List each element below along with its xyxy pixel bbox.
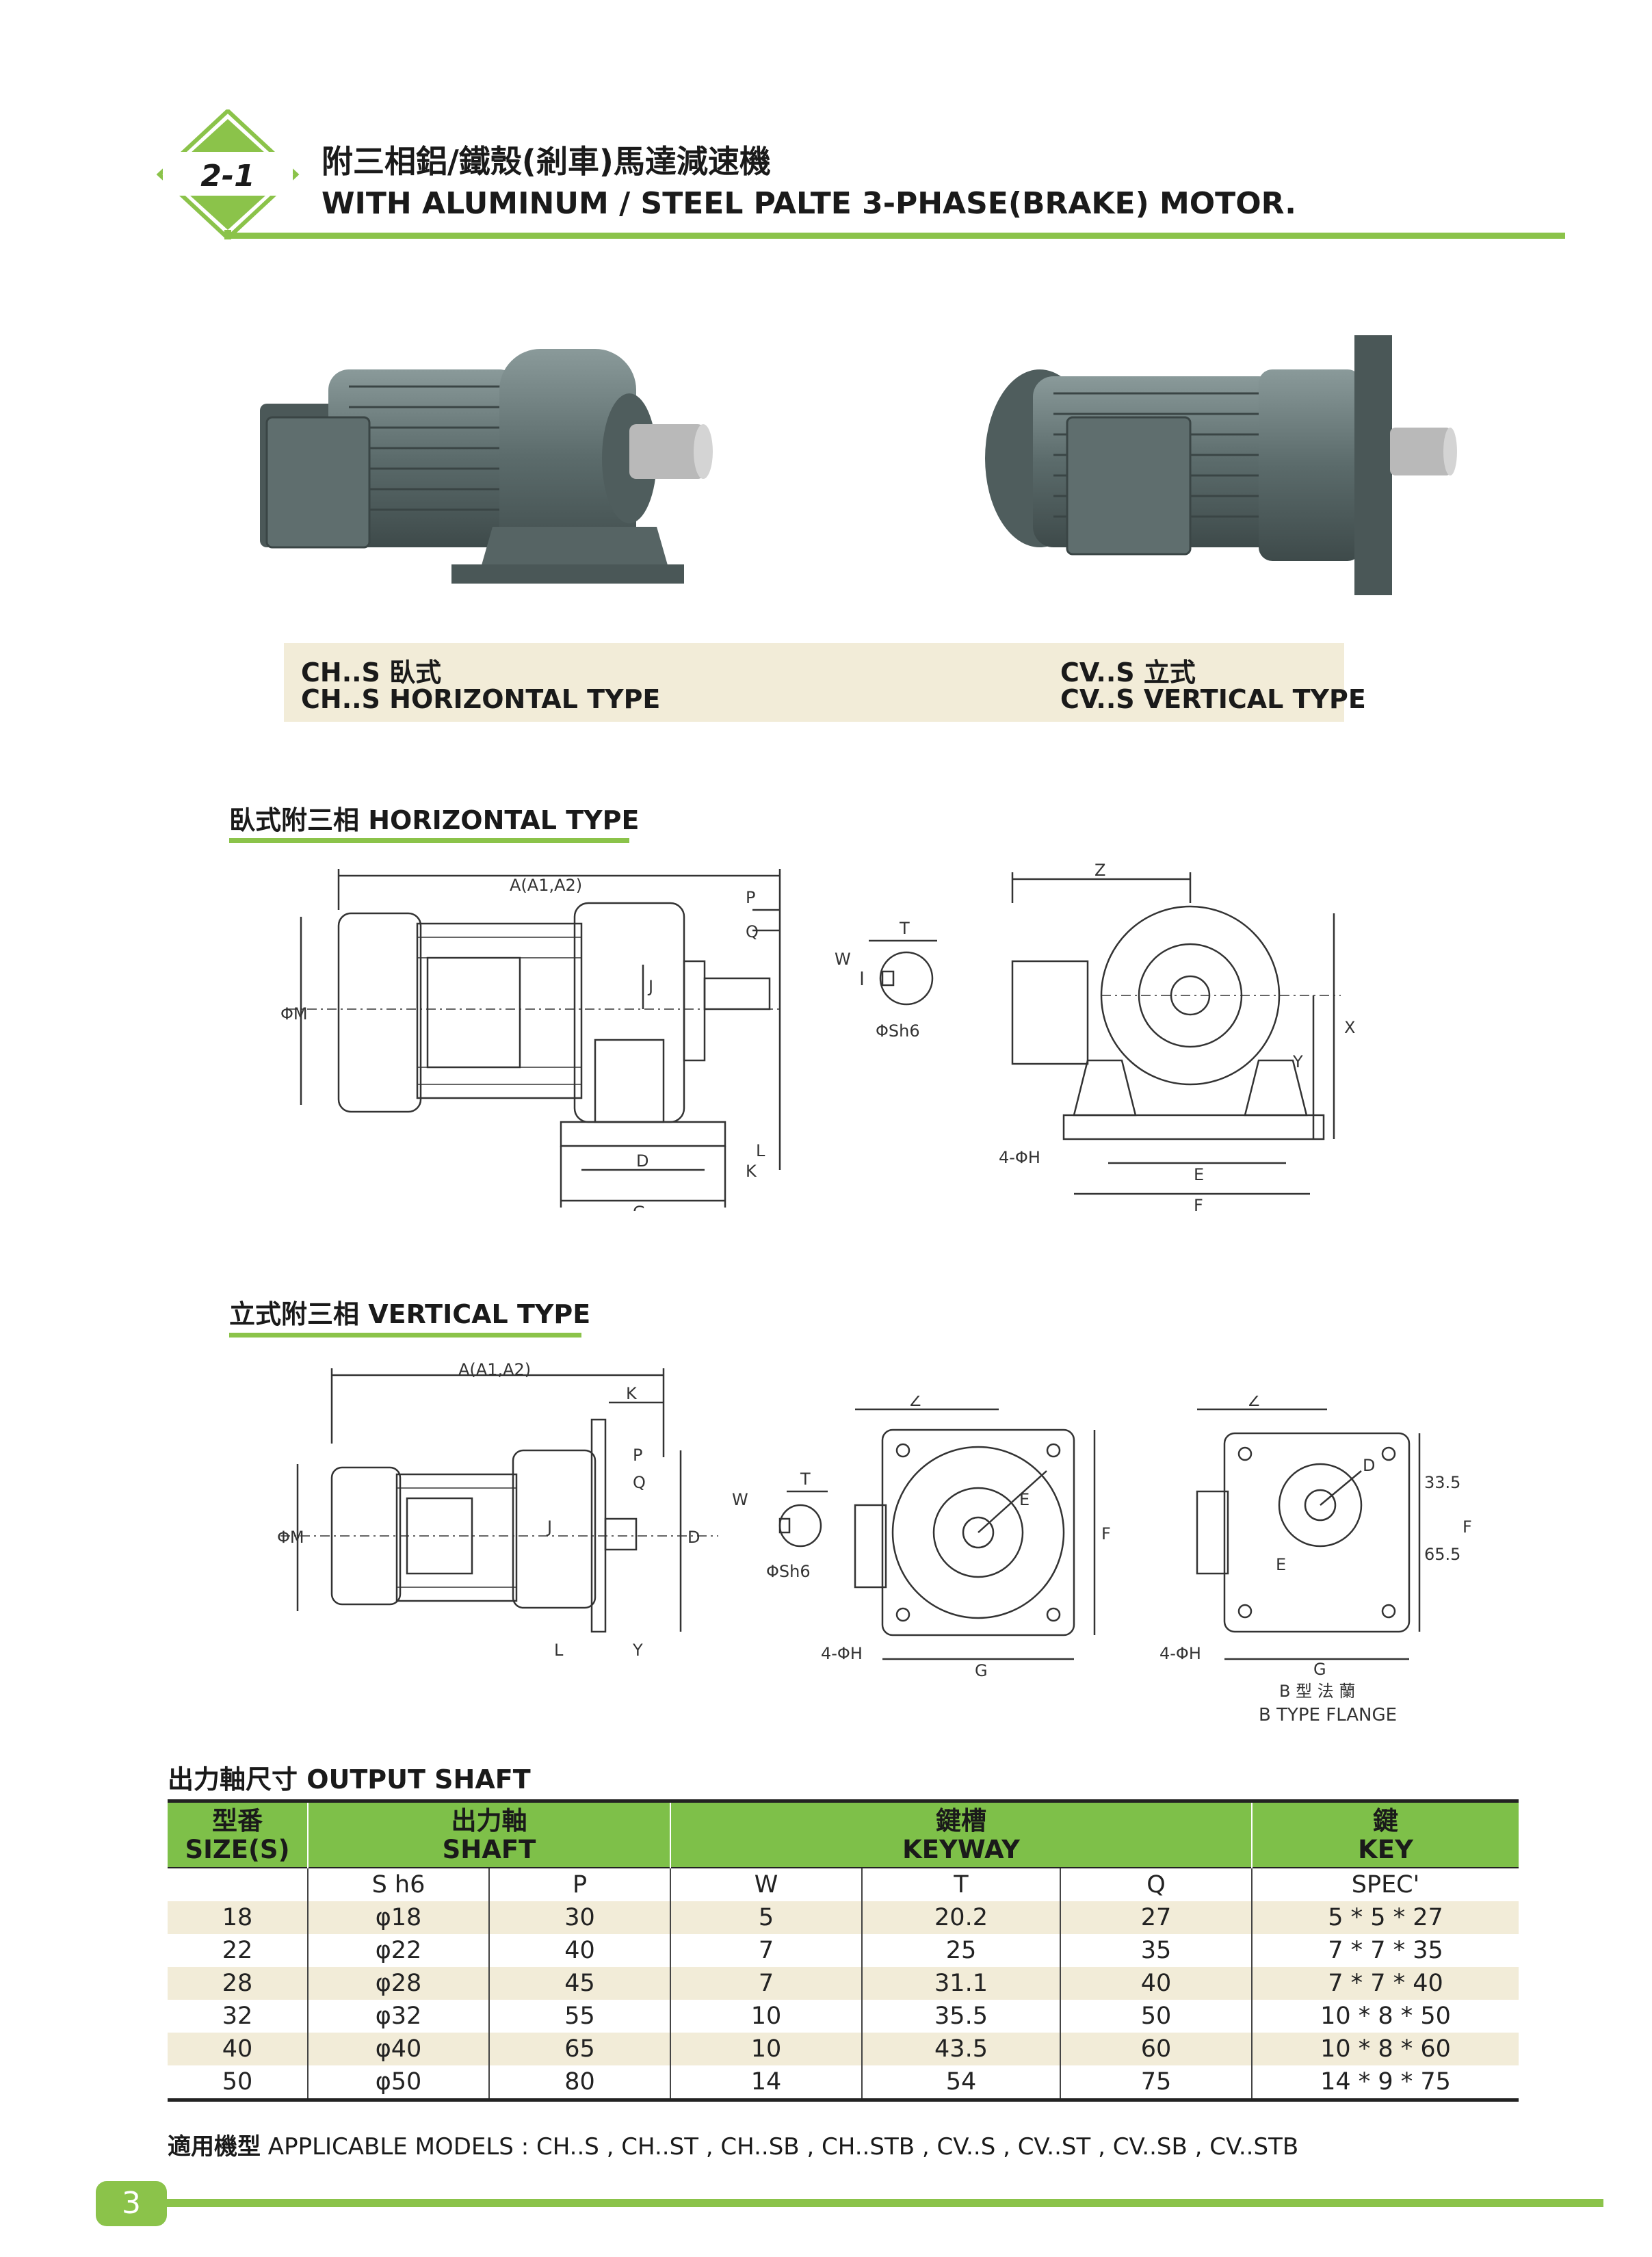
b-type-flange-drawing: Z D E 33.5 65.5 F G 4-ΦH B 型 法 蘭 B TYPE … bbox=[1159, 1396, 1472, 1725]
flange-label-en: B TYPE FLANGE bbox=[1259, 1705, 1397, 1725]
dim-d: D bbox=[636, 1151, 648, 1171]
dim-bz: Z bbox=[1248, 1396, 1259, 1410]
horizontal-section-title: 臥式附三相 HORIZONTAL TYPE bbox=[229, 805, 640, 835]
section-badge: 2-1 bbox=[156, 109, 300, 239]
dim-vl: L bbox=[554, 1641, 564, 1660]
dim-va: A(A1,A2) bbox=[458, 1361, 531, 1379]
caption-vertical-en: CV..S VERTICAL TYPE bbox=[1060, 684, 1366, 714]
dim-vt: T bbox=[800, 1470, 811, 1489]
dim-vg: G bbox=[975, 1661, 988, 1680]
type-caption-band: CH..S 臥式 CH..S HORIZONTAL TYPE CV..S 立式 … bbox=[284, 643, 1366, 722]
dim-t: T bbox=[899, 919, 910, 938]
dim-k: K bbox=[746, 1162, 757, 1181]
vertical-flange-drawing: Z E F G 4-ΦH bbox=[821, 1396, 1111, 1680]
dim-vq: Q bbox=[633, 1473, 646, 1492]
dim-ve: E bbox=[1019, 1490, 1030, 1509]
applicable-models-label: 適用機型 bbox=[168, 2133, 261, 2161]
dim-h: 4-ΦH bbox=[999, 1148, 1040, 1167]
dim-vm: ΦM bbox=[277, 1528, 304, 1547]
dim-e: E bbox=[1194, 1165, 1204, 1184]
dim-y: Y bbox=[1292, 1052, 1303, 1071]
caption-horizontal-en: CH..S HORIZONTAL TYPE bbox=[301, 684, 661, 714]
flange-label-zh: B 型 法 蘭 bbox=[1279, 1682, 1355, 1701]
dim-vsh6: ΦSh6 bbox=[766, 1562, 811, 1581]
dim-65-5: 65.5 bbox=[1424, 1545, 1460, 1564]
dim-bd: D bbox=[1363, 1456, 1375, 1475]
dim-x: X bbox=[1344, 1018, 1355, 1037]
dim-33-5: 33.5 bbox=[1424, 1473, 1460, 1492]
dim-vy: Y bbox=[632, 1641, 643, 1660]
dim-z: Z bbox=[1094, 862, 1105, 880]
dim-vw: W bbox=[732, 1490, 748, 1509]
page-title-zh: 附三相鋁/鐵殼(剎車)馬達減速機 bbox=[322, 143, 771, 180]
vertical-motor-photo bbox=[971, 328, 1464, 609]
vertical-section-rule bbox=[229, 1333, 581, 1338]
dim-a: A(A1,A2) bbox=[510, 876, 582, 895]
caption-horizontal-zh: CH..S 臥式 bbox=[301, 657, 442, 688]
applicable-models-text: APPLICABLE MODELS : CH..S , CH..ST , CH.… bbox=[261, 2133, 1299, 2161]
output-shaft-title: 出力軸尺寸 OUTPUT SHAFT bbox=[168, 1764, 531, 1795]
dim-q: Q bbox=[746, 922, 759, 941]
vertical-side-drawing: A(A1,A2) K P Q ΦM D J L Y bbox=[277, 1361, 718, 1660]
dim-sh6: ΦSh6 bbox=[876, 1021, 920, 1041]
dim-vj: J bbox=[546, 1517, 552, 1537]
dim-bg: G bbox=[1313, 1660, 1326, 1679]
vertical-section-title: 立式附三相 VERTICAL TYPE bbox=[229, 1299, 591, 1329]
dim-vh: 4-ΦH bbox=[821, 1644, 863, 1663]
page-title-en: WITH ALUMINUM / STEEL PALTE 3-PHASE(BRAK… bbox=[322, 186, 1297, 221]
horizontal-front-drawing: Z X Y E F 4-ΦH bbox=[999, 862, 1355, 1211]
caption-vertical-zh: CV..S 立式 bbox=[1060, 657, 1196, 688]
dim-m: ΦM bbox=[280, 1004, 308, 1023]
dim-be: E bbox=[1276, 1555, 1286, 1574]
dim-bh: 4-ΦH bbox=[1159, 1644, 1201, 1663]
badge-label: 2-1 bbox=[200, 159, 255, 194]
footer-rule bbox=[167, 2199, 1603, 2207]
header-divider bbox=[224, 233, 1565, 239]
page-number: 3 bbox=[96, 2181, 167, 2226]
dim-f: F bbox=[1194, 1196, 1203, 1211]
horizontal-shaft-section: T W ΦSh6 bbox=[835, 919, 937, 1041]
dim-vd: D bbox=[687, 1528, 700, 1547]
applicable-models: 適用機型 APPLICABLE MODELS : CH..S , CH..ST … bbox=[168, 2128, 1298, 2161]
horizontal-section-rule bbox=[229, 838, 629, 843]
horizontal-side-drawing: A(A1,A2) P Q ΦM J D G L K bbox=[280, 869, 781, 1211]
dim-bf: F bbox=[1463, 1517, 1472, 1537]
dim-vk: K bbox=[626, 1384, 638, 1403]
dim-g: G bbox=[633, 1203, 646, 1211]
dim-vp: P bbox=[633, 1446, 642, 1465]
dim-p: P bbox=[746, 888, 755, 907]
horizontal-motor-photo bbox=[246, 322, 739, 609]
dim-l: L bbox=[756, 1141, 765, 1160]
dim-w: W bbox=[835, 950, 851, 969]
vertical-shaft-section: T W ΦSh6 bbox=[732, 1470, 828, 1581]
dim-vf: F bbox=[1101, 1524, 1111, 1543]
dim-vz: Z bbox=[910, 1396, 921, 1410]
dim-j: J bbox=[647, 977, 653, 996]
